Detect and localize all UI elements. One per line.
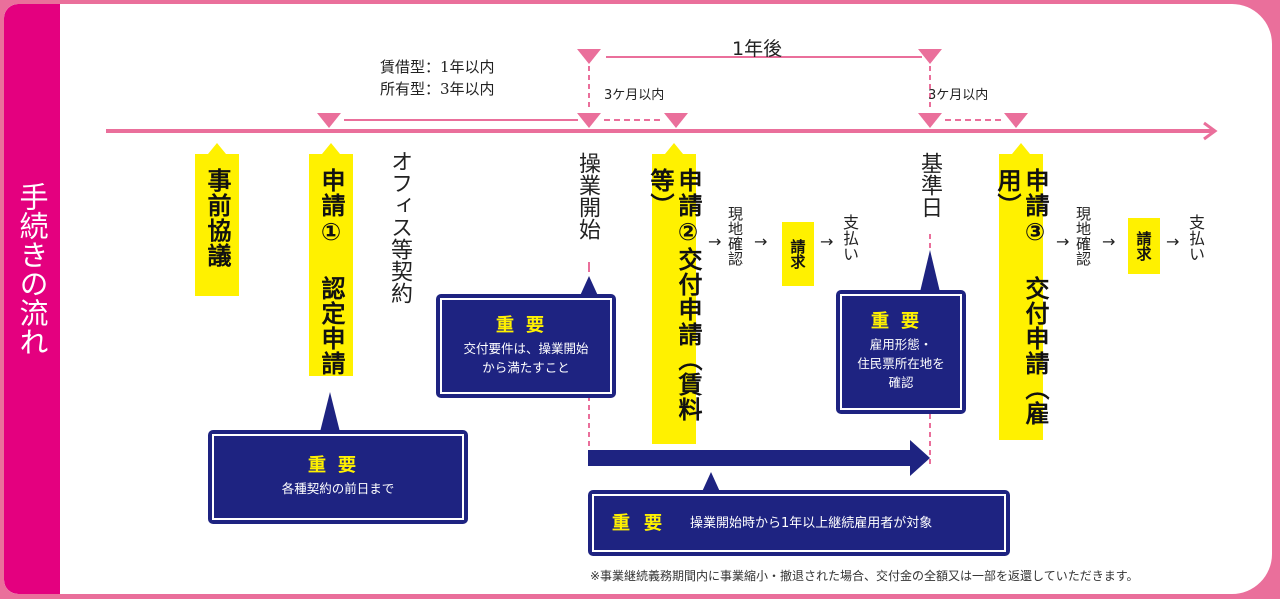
subflow3-claim: 請求 — [1128, 218, 1160, 274]
note-reference-line1: 雇用形態・ — [869, 337, 933, 352]
subflow3-payment: 支払い — [1186, 214, 1205, 262]
note-employment-title: 重要 — [612, 512, 676, 534]
step-application-3: 申請③ 交付申請（雇用） — [993, 154, 1049, 440]
subflow2-claim: 請求 — [782, 222, 814, 286]
note-contract-tail — [320, 392, 340, 432]
step-office-contract: オフィス等契約 — [387, 150, 412, 304]
lease-period-label: 賃借型：1年以内 — [380, 58, 495, 76]
step-application-2: 申請②交付申請（賃料等） — [646, 154, 702, 444]
note-employment-tail — [701, 472, 721, 494]
subflow3-arrow-1: → — [1056, 232, 1070, 251]
three-months-label-1: 3ケ月以内 — [604, 88, 665, 103]
marker-operation-start — [577, 113, 601, 128]
one-year-after-label: 1年後 — [732, 38, 783, 60]
note-reference: 重要 雇用形態・ 住民票所在地を 確認 — [836, 290, 966, 414]
note-operation: 重要 交付要件は、操業開始 から満たすこと — [436, 294, 616, 398]
note-employment-text: 操業開始時から1年以上継続雇用者が対象 — [690, 515, 933, 531]
flow-panel: 手続きの流れ 賃借型：1年以内 所有型：3年以内 1年後 3ケ月以内 3ケ月以内 — [4, 4, 1272, 594]
marker-application-2 — [664, 113, 688, 128]
timeline-graphics — [106, 49, 1218, 476]
employment-period-arrow — [588, 440, 930, 476]
note-reference-line2: 住民票所在地を — [857, 356, 945, 371]
subflow2-payment: 支払い — [840, 214, 859, 262]
note-employment: 重要 操業開始時から1年以上継続雇用者が対象 — [588, 490, 1010, 556]
timeline-arrowhead — [1203, 121, 1218, 141]
sidebar-title: 手続きの流れ — [15, 182, 49, 356]
marker-application-3 — [1004, 113, 1028, 128]
three-months-label-2: 3ケ月以内 — [928, 88, 989, 103]
subflow2-site-check: 現地確認 — [726, 206, 744, 266]
subflow3-arrow-2: → — [1102, 232, 1116, 251]
own-period-label: 所有型：3年以内 — [380, 80, 495, 98]
note-reference-tail — [920, 250, 940, 292]
subflow3-arrow-3: → — [1166, 232, 1180, 251]
note-contract: 重要 各種契約の前日まで — [208, 430, 468, 524]
sidebar: 手続きの流れ — [4, 4, 60, 594]
marker-reference-upper — [918, 49, 942, 64]
step-prior-consultation: 事前協議 — [195, 154, 239, 296]
note-contract-title: 重要 — [308, 455, 368, 476]
note-operation-line2: から満たすこと — [482, 359, 570, 375]
subflow3-site-check: 現地確認 — [1074, 206, 1092, 266]
step-reference-date: 基準日 — [917, 152, 942, 218]
note-operation-line1: 交付要件は、操業開始 — [463, 340, 589, 356]
note-operation-title: 重要 — [496, 314, 556, 336]
subflow2-arrow-2: → — [754, 232, 768, 251]
marker-application-1 — [317, 113, 341, 128]
footnote: ※事業継続義務期間内に事業縮小・撤退された場合、交付金の全額又は一部を返還してい… — [590, 569, 1139, 583]
step-operation-start: 操業開始 — [575, 152, 600, 240]
marker-reference-date — [918, 113, 942, 128]
subflow2-arrow-1: → — [708, 232, 722, 251]
step-application-1: 申請① 認定申請 — [309, 154, 353, 376]
note-reference-line3: 確認 — [888, 375, 914, 390]
note-operation-tail — [579, 276, 599, 298]
subflow2-arrow-3: → — [820, 232, 834, 251]
note-contract-text: 各種契約の前日まで — [281, 481, 395, 496]
note-reference-title: 重要 — [871, 311, 931, 332]
marker-operation-start-upper — [577, 49, 601, 64]
